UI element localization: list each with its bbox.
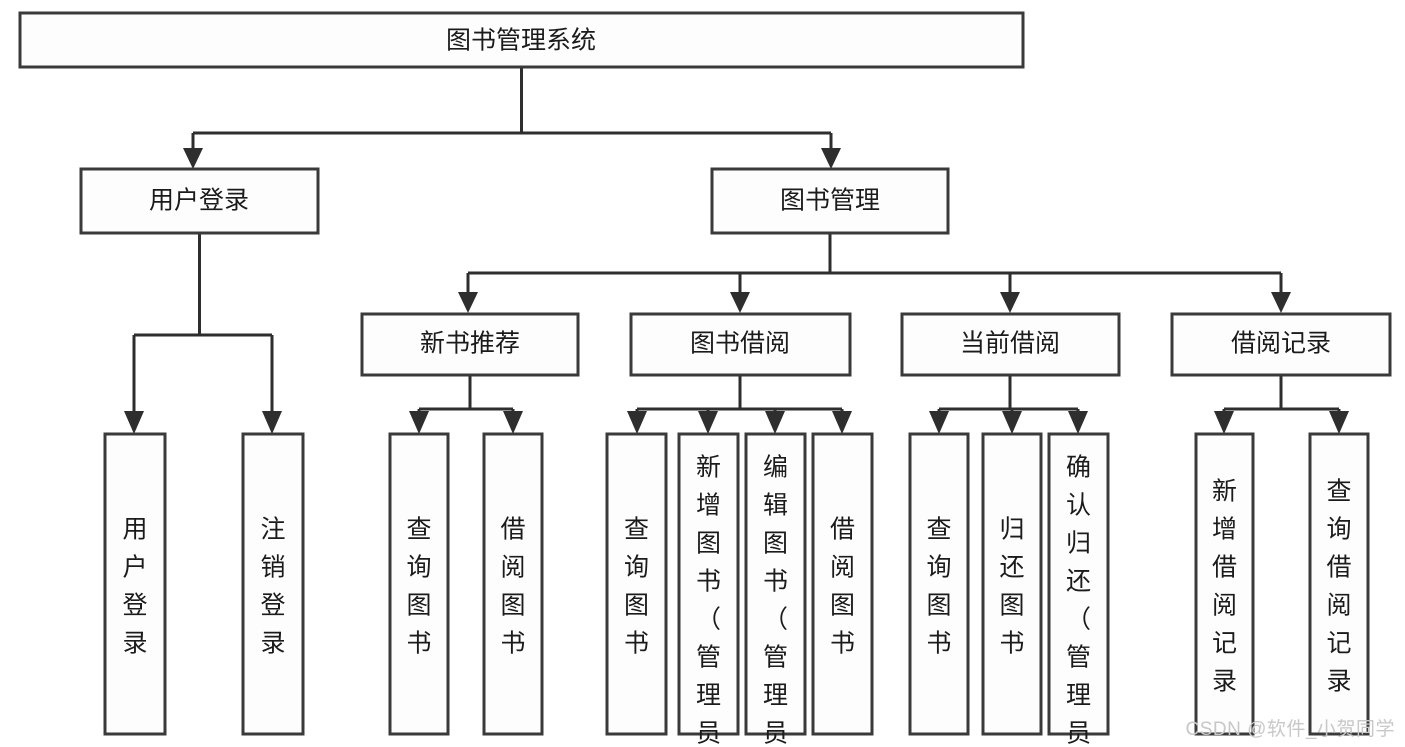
node-label-book-manage: 图书管理	[780, 187, 880, 215]
node-label-user-login: 用户登录	[149, 187, 249, 215]
leaf-label: 编辑图书（管理员）	[763, 453, 788, 747]
node-label-root: 图书管理系统	[446, 27, 596, 55]
leaf-node[interactable]: 用户登录	[103, 432, 167, 736]
leaf-node[interactable]: 确认归还（管理员）	[1047, 432, 1110, 747]
node-label-new-book-recommend: 新书推荐	[420, 330, 520, 358]
leaf-node[interactable]: 编辑图书（管理员）	[744, 432, 807, 747]
leaf-node[interactable]: 新增借阅记录	[1194, 432, 1255, 736]
leaf-label: 查询图书	[406, 516, 431, 658]
arrow-head-icon	[409, 411, 429, 434]
leaf-node[interactable]: 查询图书	[605, 432, 668, 736]
node-label-borrow-record: 借阅记录	[1231, 330, 1331, 358]
arrow-head-icon	[1329, 411, 1349, 434]
node-root-system[interactable]: 图书管理系统	[18, 11, 1025, 69]
connector-group-new-book	[409, 375, 523, 434]
leaf-label: 借阅图书	[500, 516, 525, 658]
leaf-node[interactable]: 查询借阅记录	[1308, 432, 1370, 736]
connector-group-borrow-record	[1214, 375, 1349, 434]
node-user-login[interactable]: 用户登录	[79, 167, 320, 235]
arrow-head-icon	[1214, 411, 1234, 434]
arrow-head-icon	[1000, 292, 1020, 313]
leaf-label: 新增图书（管理员）	[696, 453, 721, 747]
leaf-label: 新增借阅记录	[1212, 478, 1237, 696]
leaf-node[interactable]: 借阅图书	[482, 432, 544, 736]
node-label-book-borrow: 图书借阅	[690, 330, 790, 358]
leaf-label: 查询图书	[624, 516, 649, 658]
arrow-head-icon	[458, 292, 478, 313]
node-book-borrow[interactable]: 图书借阅	[629, 312, 852, 377]
arrow-head-icon	[832, 411, 852, 434]
node-label-current-borrow: 当前借阅	[960, 330, 1060, 358]
leaf-label: 注销登录	[260, 516, 285, 658]
arrow-head-icon	[698, 411, 718, 434]
arrow-head-icon	[821, 148, 841, 169]
arrow-head-icon	[503, 411, 523, 434]
leaf-label: 查询图书	[926, 516, 951, 658]
connector-group-current-borrow	[929, 375, 1088, 434]
arrow-head-icon	[1002, 411, 1022, 434]
connector-group-borrow-book	[627, 375, 852, 434]
leaf-node[interactable]: 注销登录	[241, 432, 305, 736]
arrow-head-icon	[1271, 292, 1291, 313]
leaf-label: 借阅图书	[830, 516, 855, 658]
arrow-head-icon	[929, 411, 949, 434]
arrow-head-icon	[1068, 411, 1088, 434]
leaf-node[interactable]: 查询图书	[388, 432, 450, 736]
csdn-watermark: CSDN @软件_小贺同学	[1185, 719, 1395, 740]
leaf-label: 确认归还（管理员）	[1066, 453, 1091, 747]
leaf-label: 用户登录	[122, 516, 147, 658]
node-new-book-recommend[interactable]: 新书推荐	[360, 312, 580, 377]
connector-group-book-manage	[458, 233, 1291, 313]
leaf-node[interactable]: 归还图书	[981, 432, 1043, 736]
arrow-head-icon	[262, 411, 282, 434]
arrow-head-icon	[183, 148, 203, 169]
arrow-head-icon	[124, 411, 144, 434]
node-borrow-record[interactable]: 借阅记录	[1170, 312, 1392, 377]
arrow-head-icon	[730, 292, 750, 313]
arrow-head-icon	[765, 411, 785, 434]
leaf-node[interactable]: 新增图书（管理员）	[677, 432, 740, 747]
node-book-manage[interactable]: 图书管理	[710, 167, 950, 235]
leaf-label: 查询借阅记录	[1326, 478, 1351, 696]
arrow-head-icon	[627, 411, 647, 434]
leaf-node[interactable]: 查询图书	[908, 432, 970, 736]
node-current-borrow[interactable]: 当前借阅	[900, 312, 1121, 377]
leaf-node[interactable]: 借阅图书	[811, 432, 874, 736]
leaf-label: 归还图书	[999, 516, 1024, 658]
connector-group-user-login	[124, 233, 282, 434]
connector-group-root	[183, 67, 841, 169]
